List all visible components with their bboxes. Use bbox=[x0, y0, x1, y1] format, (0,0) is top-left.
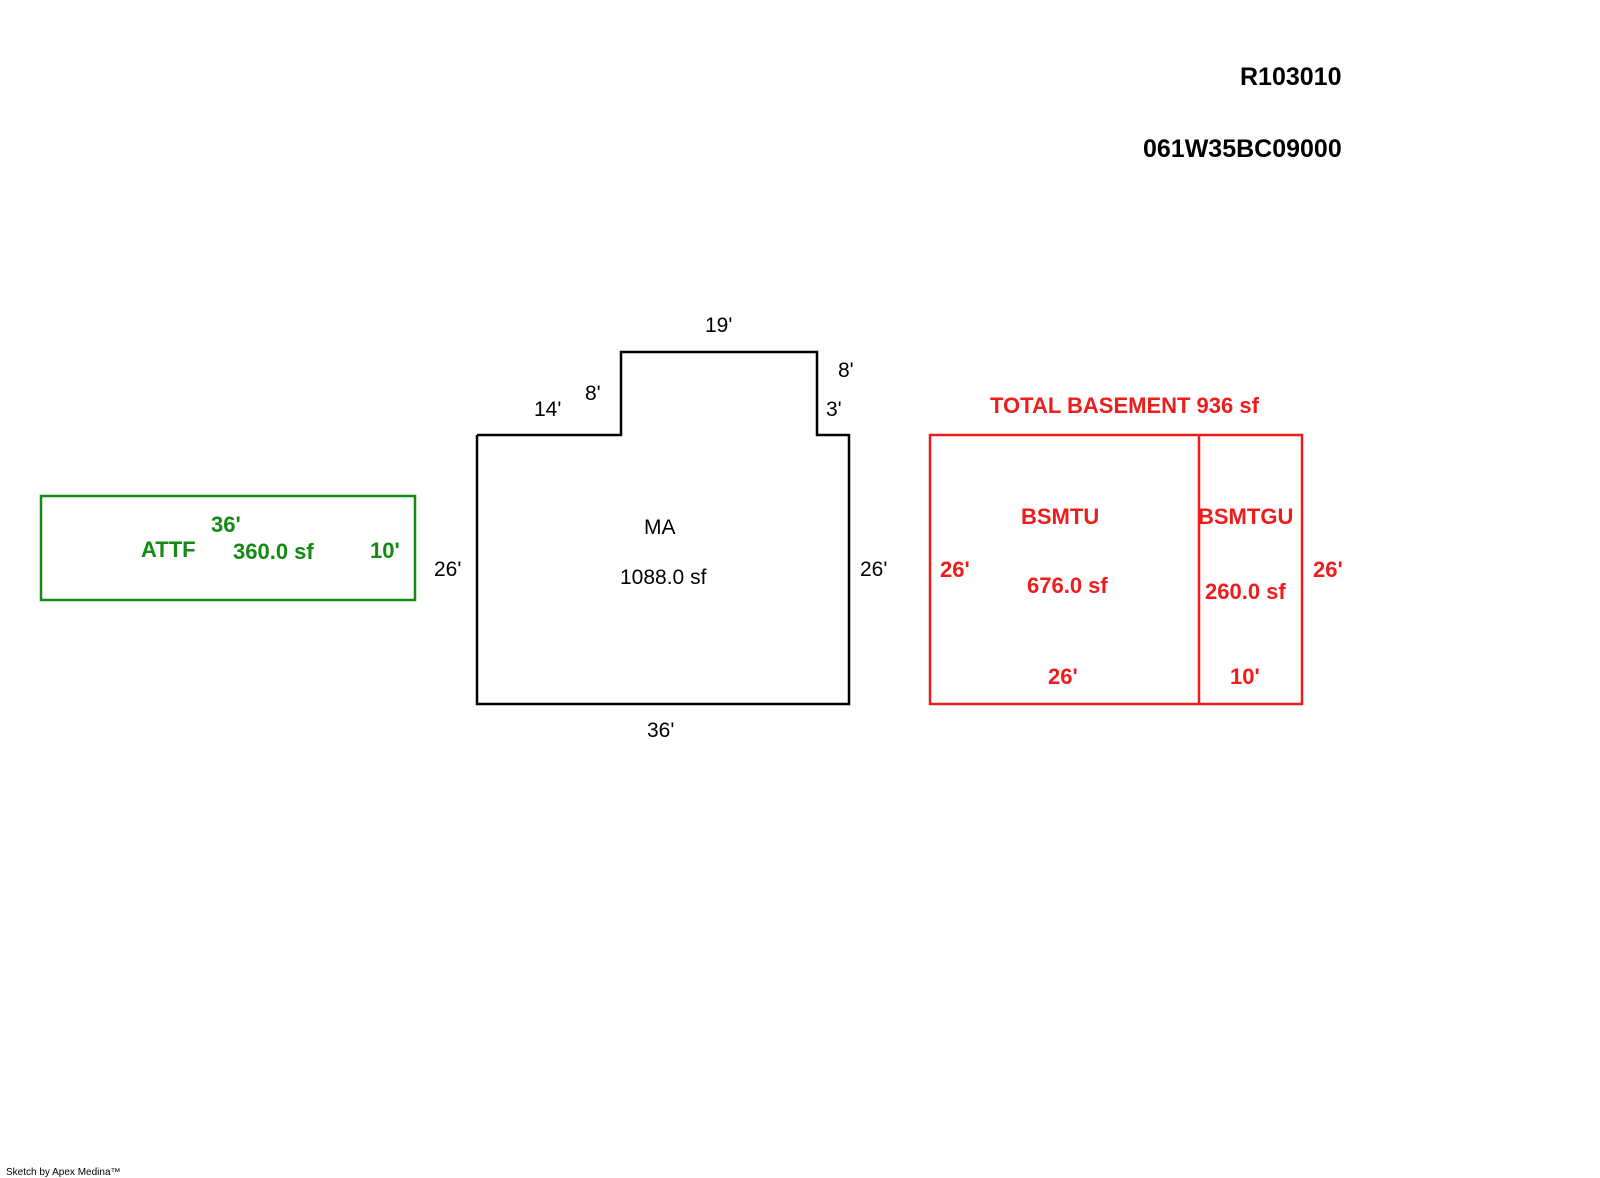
map-tax-lot: 061W35BC09000 bbox=[1143, 135, 1342, 163]
attf-dim-width: 10' bbox=[370, 538, 400, 563]
bsmtu-dim-left: 26' bbox=[940, 557, 970, 582]
ma-dim-step-left-vertical: 8' bbox=[585, 382, 601, 405]
ma-dim-right: 26' bbox=[860, 558, 887, 581]
bsmtu-area: 676.0 sf bbox=[1027, 573, 1108, 598]
ma-area: 1088.0 sf bbox=[620, 566, 707, 589]
bsmtgu-area: 260.0 sf bbox=[1205, 579, 1286, 604]
ma-dim-bottom: 36' bbox=[647, 719, 674, 742]
basement-outline bbox=[928, 433, 1304, 706]
bsmtu-dim-bottom: 26' bbox=[1048, 664, 1078, 689]
ma-dim-top: 19' bbox=[705, 314, 732, 337]
main-area-outline bbox=[475, 350, 851, 706]
bsmtu-label: BSMTU bbox=[1021, 504, 1099, 529]
bsmtgu-dim-bottom: 10' bbox=[1230, 664, 1260, 689]
ma-dim-step-right-vertical: 8' bbox=[838, 359, 854, 382]
bsmtgu-dim-right: 26' bbox=[1313, 557, 1343, 582]
main-area-section: 19' 8' 8' 14' 3' MA 1088.0 sf 26' 26' 36… bbox=[434, 314, 887, 742]
ma-dim-left: 26' bbox=[434, 558, 461, 581]
ma-dim-step-right-horizontal: 3' bbox=[826, 398, 842, 421]
attf-area: 360.0 sf bbox=[233, 539, 314, 564]
attf-outline bbox=[39, 494, 417, 602]
attf-dim-length: 36' bbox=[211, 512, 241, 537]
basement-section: TOTAL BASEMENT 936 sf BSMTU 676.0 sf 26'… bbox=[928, 393, 1343, 706]
attf-label: ATTF bbox=[141, 537, 196, 562]
bsmtgu-label: BSMTGU bbox=[1198, 504, 1293, 529]
ma-label: MA bbox=[644, 516, 676, 539]
account-id: R103010 bbox=[1240, 63, 1341, 91]
basement-total-label: TOTAL BASEMENT 936 sf bbox=[990, 393, 1260, 418]
attf-section: 36' ATTF 360.0 sf 10' bbox=[39, 494, 417, 602]
sketch-credit: Sketch by Apex Medina™ bbox=[6, 1167, 121, 1178]
ma-dim-step-left-horizontal: 14' bbox=[534, 398, 561, 421]
